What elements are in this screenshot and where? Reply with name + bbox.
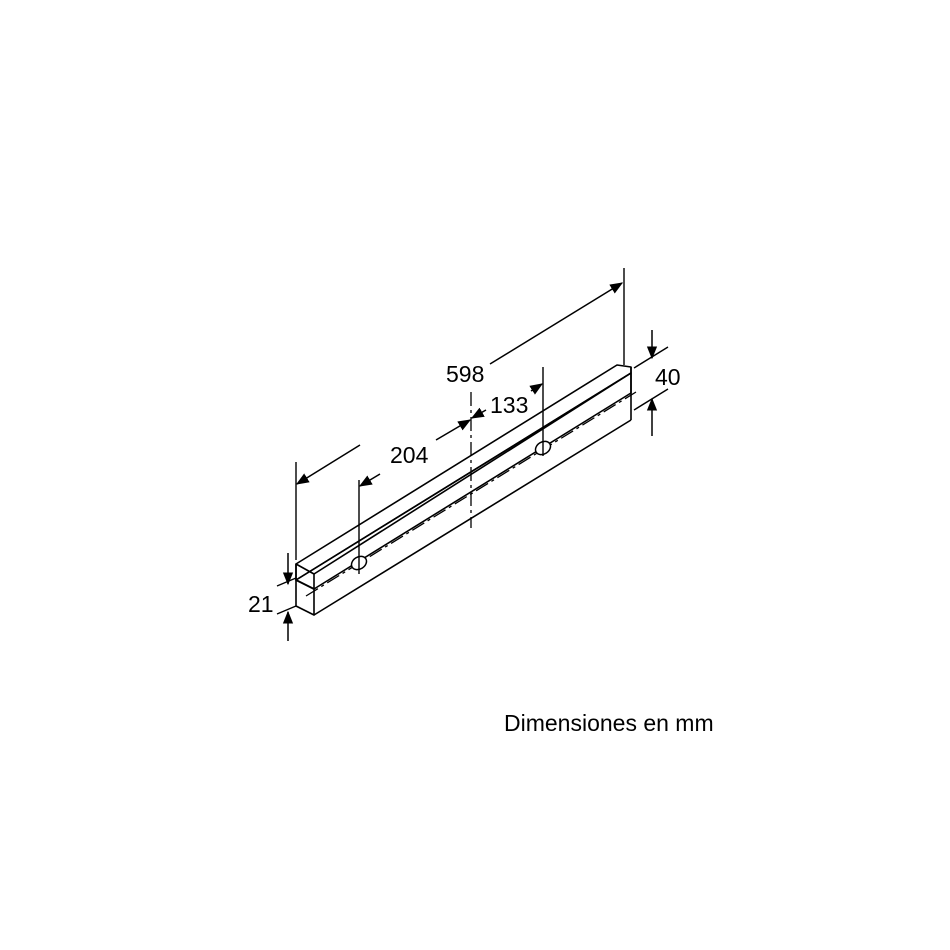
extension-line-bottom-right (633, 388, 669, 411)
trim-bar-top-face (295, 364, 632, 581)
dim-label-40: 40 (655, 364, 681, 390)
dim-label-598: 598 (446, 361, 484, 387)
dim-line-204-left (358, 473, 381, 487)
dim-line-598-right (489, 282, 624, 365)
dim-line-204-right (435, 419, 472, 441)
dim-line-133-left (470, 407, 487, 419)
dim-line-133-right (529, 383, 544, 395)
dim-label-133: 133 (490, 392, 528, 418)
trim-bar (295, 364, 632, 616)
units-caption: Dimensiones en mm (504, 710, 714, 736)
extension-line-bottom-left (276, 605, 297, 615)
extension-line-top-left (276, 577, 297, 587)
trim-bar-bottom-edge (313, 419, 632, 616)
dim-label-21: 21 (248, 591, 274, 617)
trim-bar-bottom-face (295, 579, 315, 616)
dimension-lines (282, 282, 658, 641)
dim-label-204: 204 (390, 442, 429, 468)
dim-line-598-left (295, 444, 361, 485)
trim-bar-top-front-edge (313, 372, 632, 575)
extension-lines (276, 268, 669, 615)
